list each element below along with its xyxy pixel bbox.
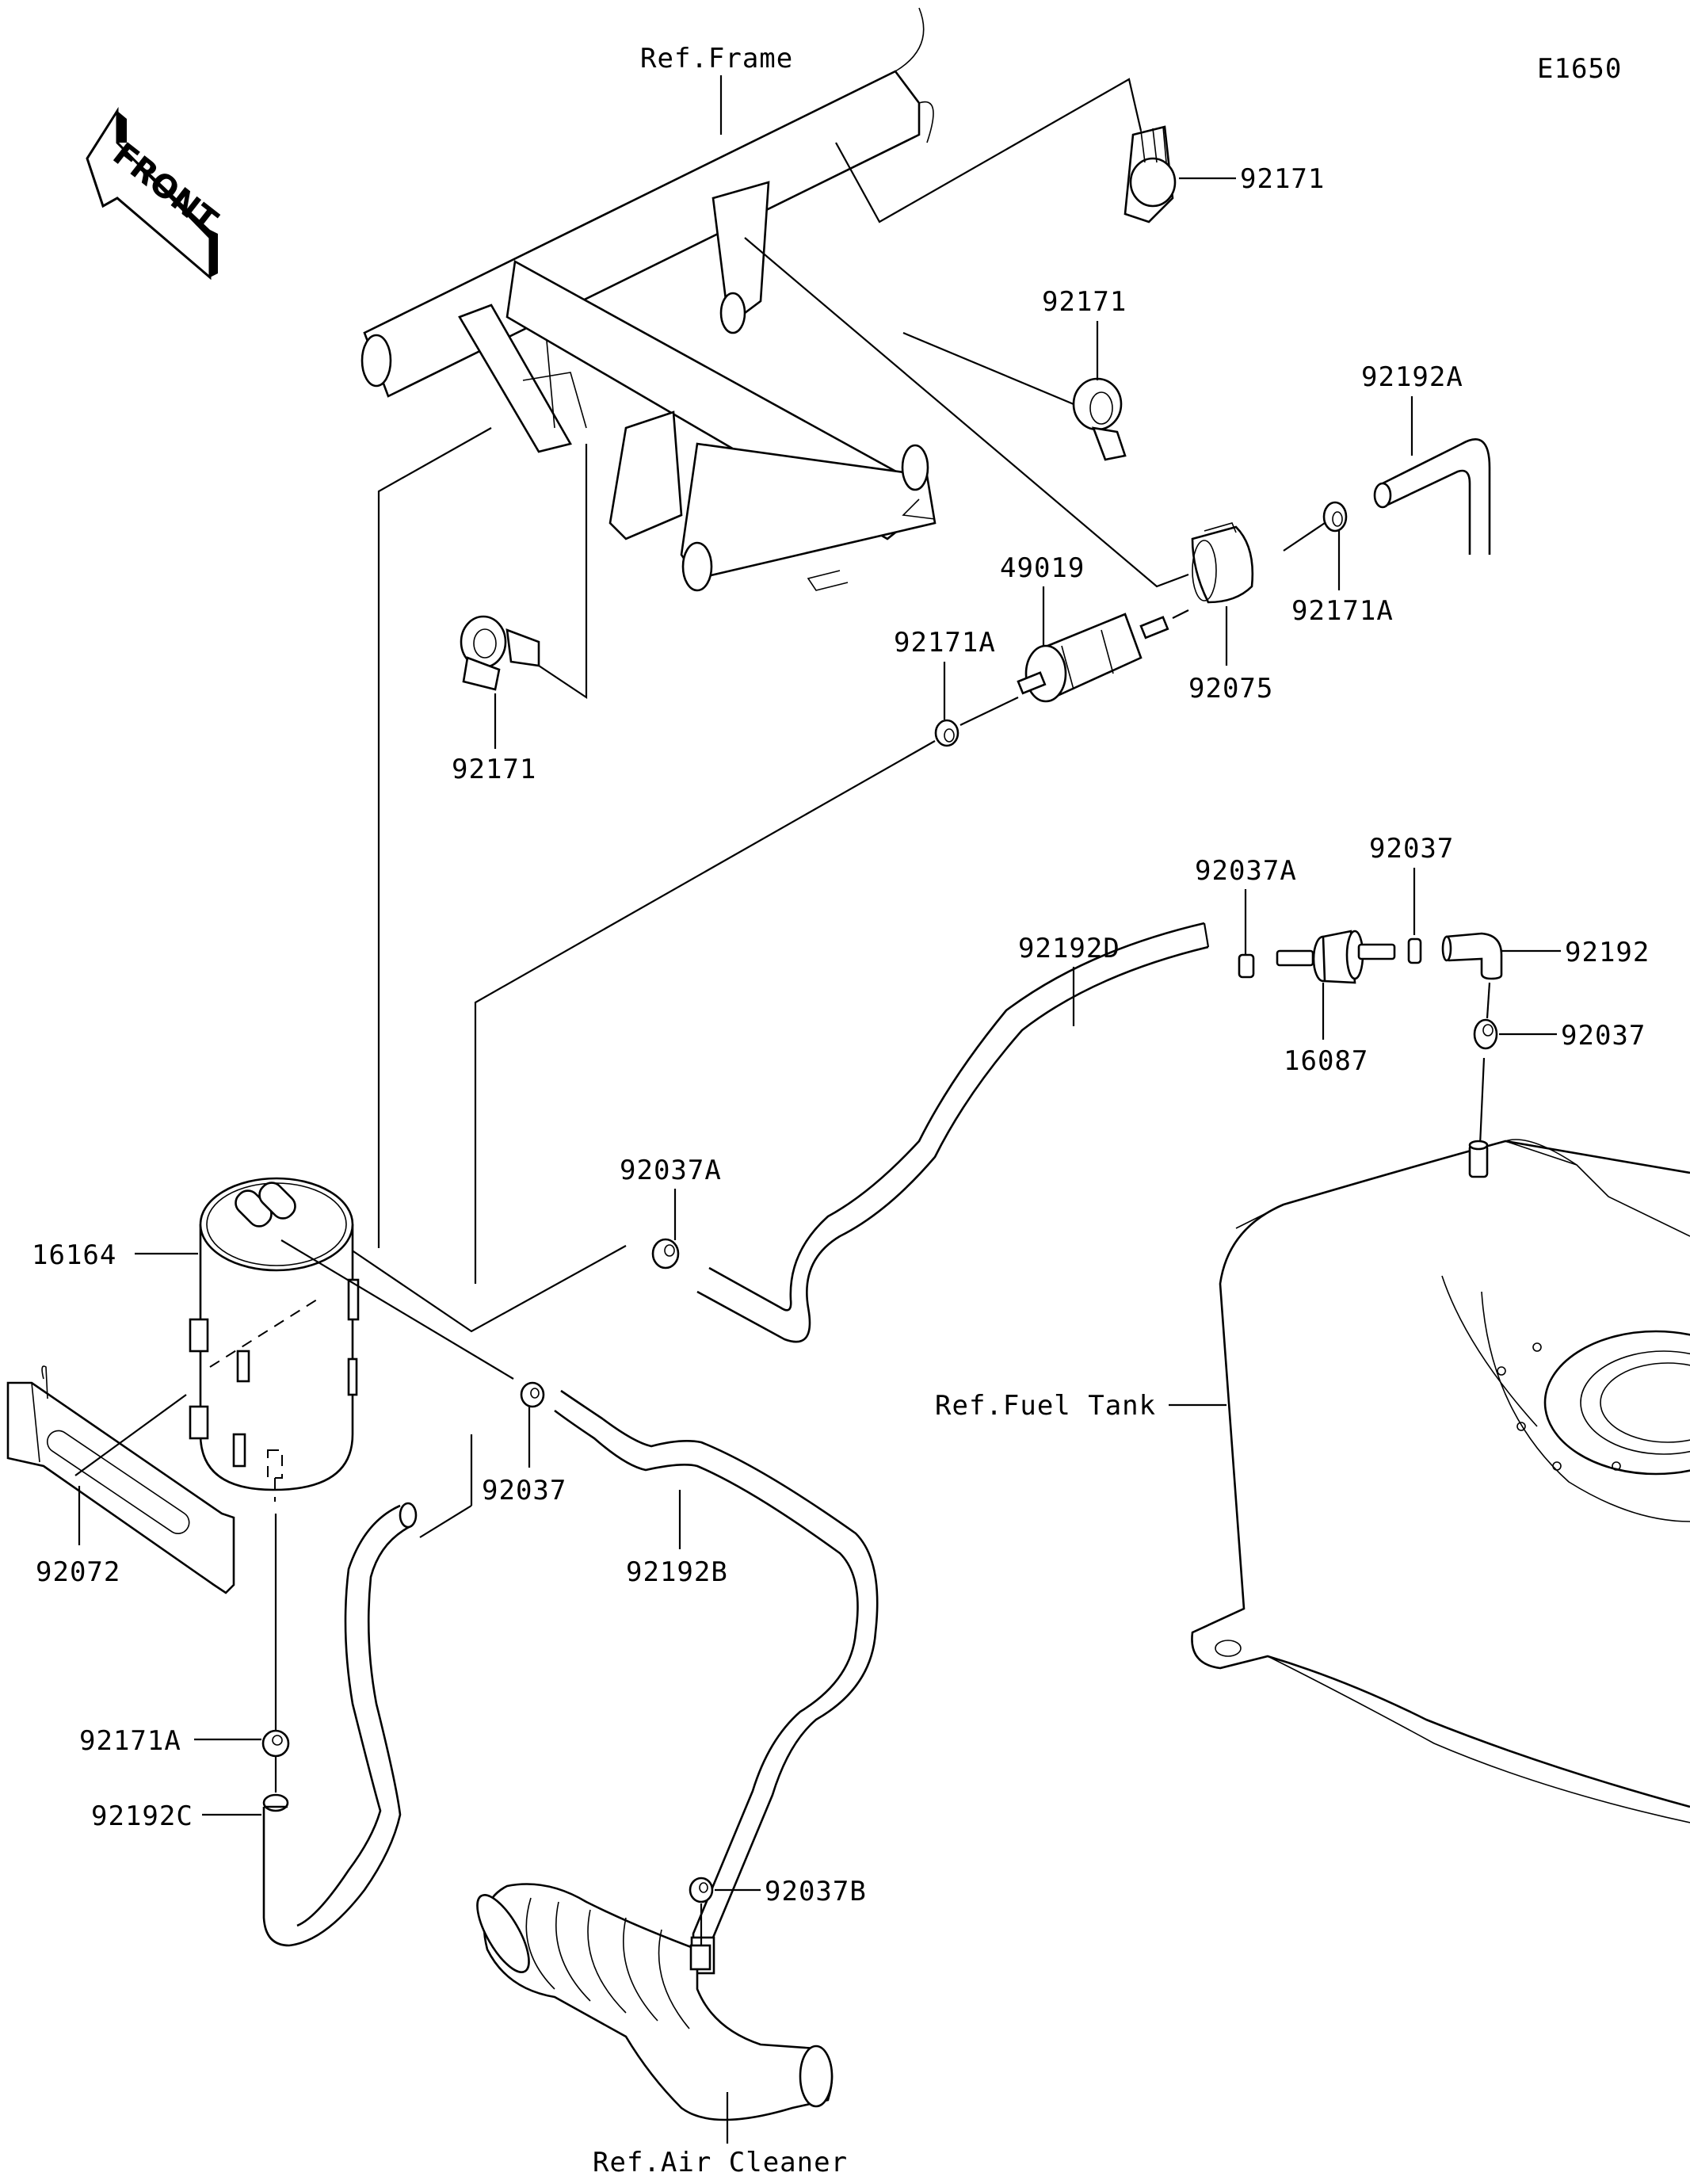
diagram-code: E1650 xyxy=(1537,53,1622,85)
part-label-92171A[interactable]: 92171A xyxy=(79,1725,181,1757)
part-label-92192A[interactable]: 92192A xyxy=(1361,361,1463,393)
part-16087-valve[interactable] xyxy=(1276,930,1396,984)
part-label-92075[interactable]: 92075 xyxy=(1188,673,1273,704)
ref-air-cleaner-label: Ref.Air Cleaner xyxy=(593,2147,848,2178)
part-label-92037[interactable]: 92037 xyxy=(1561,1020,1646,1052)
leader-92171A-filter-pipe xyxy=(959,697,1019,726)
part-92037A-clamp-valve[interactable] xyxy=(1238,953,1255,979)
leader-92171A-upper-pipe xyxy=(1283,522,1326,552)
part-92171-clip-left[interactable] xyxy=(460,615,540,691)
leader-92192C-frame xyxy=(419,1505,472,1538)
part-92171-clip-middle[interactable] xyxy=(1072,377,1127,461)
part-label-92171[interactable]: 92171 xyxy=(1042,286,1127,318)
part-92037-clamp-tank[interactable] xyxy=(1473,1018,1498,1050)
leader-92171-top xyxy=(835,78,1143,223)
part-92192A-hose[interactable] xyxy=(1373,438,1491,555)
part-label-92192C[interactable]: 92192C xyxy=(91,1800,193,1832)
part-92037A-clamp-canister[interactable] xyxy=(651,1238,680,1270)
part-label-92037B[interactable]: 92037B xyxy=(765,1876,867,1907)
part-label-92037A[interactable]: 92037A xyxy=(620,1155,722,1186)
part-label-92192D[interactable]: 92192D xyxy=(1018,933,1120,964)
leader-canister-92037A xyxy=(348,1245,627,1333)
part-label-92037[interactable]: 92037 xyxy=(1369,833,1454,865)
part-92171A-clamp-upper[interactable] xyxy=(1322,501,1348,533)
part-label-92037[interactable]: 92037 xyxy=(482,1475,567,1506)
leader-92072-strap xyxy=(74,1394,187,1476)
part-92072-strap[interactable] xyxy=(6,1365,235,1594)
leader-92171-left-frame xyxy=(538,444,588,700)
part-label-92171A[interactable]: 92171A xyxy=(894,627,996,659)
fuel-tank-drawing xyxy=(1191,1139,1690,1823)
part-92171-clip-top[interactable] xyxy=(1123,125,1177,223)
part-label-92171A[interactable]: 92171A xyxy=(1291,595,1394,627)
leader-canister-frame xyxy=(377,427,492,1248)
part-92192C-hose[interactable] xyxy=(262,1502,418,1947)
part-92171A-clamp-lower[interactable] xyxy=(261,1729,290,1758)
part-16164-canister[interactable] xyxy=(189,1177,360,1502)
part-label-16164[interactable]: 16164 xyxy=(32,1239,116,1271)
part-label-92192[interactable]: 92192 xyxy=(1565,937,1650,968)
ref-frame-label: Ref.Frame xyxy=(640,43,793,74)
air-cleaner-duct-drawing xyxy=(476,1883,834,2121)
leader-92075-frame xyxy=(744,237,1189,588)
part-label-92171[interactable]: 92171 xyxy=(452,754,536,785)
leader-canister-92037 xyxy=(280,1239,514,1380)
part-92037-clamp-valve[interactable] xyxy=(1407,937,1422,964)
leader-49019-92075 xyxy=(1172,609,1189,619)
part-label-92192B[interactable]: 92192B xyxy=(626,1556,728,1588)
part-92192-elbow-hose[interactable] xyxy=(1441,932,1503,980)
part-92075-bracket[interactable] xyxy=(1191,522,1254,604)
part-label-92037A[interactable]: 92037A xyxy=(1195,855,1297,887)
part-92192D-hose[interactable] xyxy=(696,922,1210,1343)
leader-92037-tank-lower xyxy=(1478,1057,1486,1146)
part-92171A-clamp-filter[interactable] xyxy=(934,719,959,747)
part-49019-fuel-filter[interactable] xyxy=(1017,613,1169,703)
part-label-16087[interactable]: 16087 xyxy=(1284,1045,1368,1077)
part-label-49019[interactable]: 49019 xyxy=(1000,552,1085,584)
leader-92171-middle-frame xyxy=(902,331,1074,406)
part-92037B-clamp[interactable] xyxy=(689,1877,714,1903)
part-92037-clamp-canister[interactable] xyxy=(520,1381,545,1408)
leader-fuel-line-main xyxy=(474,740,936,1284)
frame-drawing xyxy=(361,7,937,592)
leader-92037-tank-upper xyxy=(1486,982,1491,1019)
ref-fuel-tank-label: Ref.Fuel Tank xyxy=(935,1390,1156,1422)
front-arrow-icon: FRONT xyxy=(86,106,224,281)
part-label-92171[interactable]: 92171 xyxy=(1240,163,1325,195)
part-label-92072[interactable]: 92072 xyxy=(36,1556,120,1588)
